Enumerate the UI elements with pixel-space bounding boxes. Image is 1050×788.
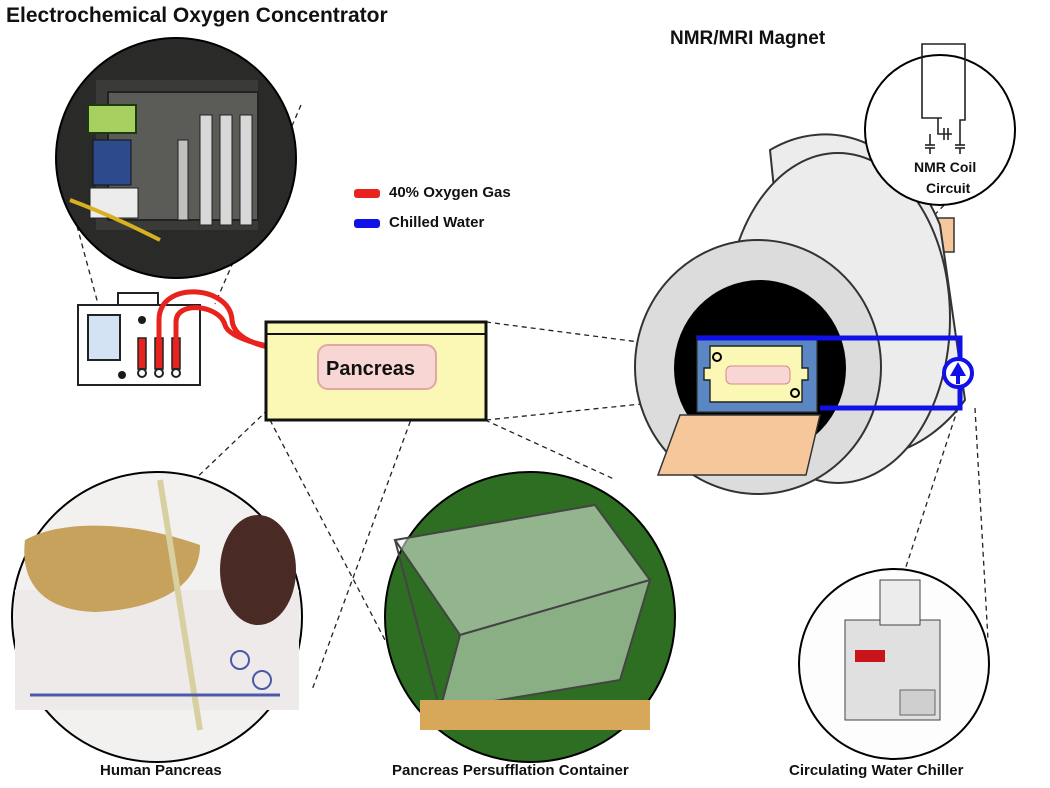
page-title: Electrochemical Oxygen Concentrator (6, 4, 388, 27)
legend-water-label: Chilled Water (389, 214, 485, 231)
mri-magnet (634, 133, 967, 495)
legend-swatch-oxygen (354, 189, 380, 198)
coil-label-line2: Circuit (926, 180, 971, 196)
container-schematic (264, 320, 488, 422)
pancreas-photo-icon (11, 471, 303, 763)
concentrator-schematic (77, 292, 201, 386)
caption-water-chiller: Circulating Water Chiller (789, 762, 964, 779)
nmr-coil-circle (864, 43, 1016, 206)
port-top (712, 352, 722, 362)
pump-icon (942, 357, 974, 389)
capacitor-icon (925, 134, 965, 154)
caption-human-pancreas: Human Pancreas (100, 762, 222, 779)
magnet-title: NMR/MRI Magnet (670, 28, 826, 49)
port-bottom (790, 388, 800, 398)
legend-swatch-water (354, 219, 380, 228)
oxygen-concentrator-photo-icon (55, 37, 297, 279)
pancreas-in-magnet (725, 365, 791, 385)
pancreas-shape (317, 344, 437, 390)
caption-container: Pancreas Persufflation Container (392, 762, 629, 779)
coil-label-line1: NMR Coil (914, 159, 977, 175)
legend-oxygen-label: 40% Oxygen Gas (389, 184, 511, 201)
container-pancreas-label: Pancreas (326, 358, 415, 380)
water-chiller-photo-icon (798, 568, 990, 760)
patient-bed-front (656, 414, 821, 476)
container-photo-icon (384, 471, 676, 763)
